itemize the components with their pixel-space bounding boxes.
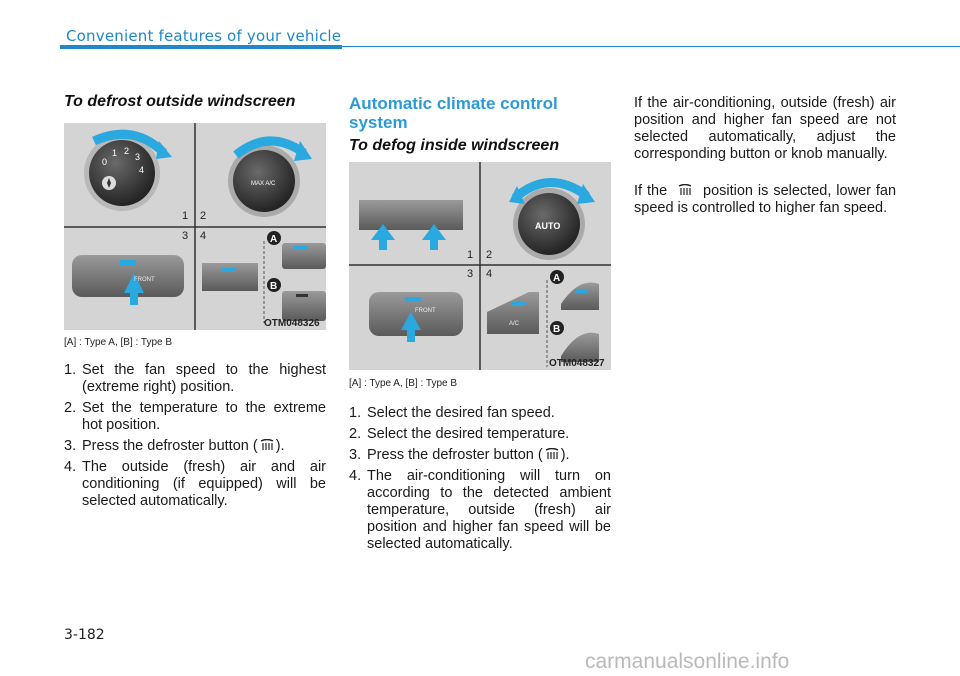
middle-steps: 1.Select the desired fan speed. 2.Select… (349, 405, 611, 557)
panel-label-1: 1 (467, 249, 473, 261)
section-header-line (342, 46, 960, 47)
badge-a (550, 270, 564, 284)
list-item: 4.The air-conditioning will turn on acco… (349, 468, 611, 552)
figure-code: OTM048327 (549, 358, 605, 369)
section-header-bar (60, 45, 342, 49)
ac-label: A/C (509, 321, 520, 327)
badge-b-label: B (270, 281, 277, 292)
auto-label: AUTO (535, 221, 560, 231)
left-heading: To defrost outside windscreen (64, 93, 296, 110)
right-para-1: If the air-conditioning, outside (fresh)… (634, 95, 896, 162)
dial-number: 1 (112, 148, 117, 158)
middle-heading: Automatic climate control system (349, 94, 558, 132)
list-item: 3.Press the defroster button (). (349, 447, 570, 463)
figure-defrost-outside-svg: 0 1 2 3 4 MAX A/C FRONT 1 2 3 4 A B (64, 123, 326, 330)
panel-label-2: 2 (200, 210, 206, 222)
badge-a-label: A (553, 273, 560, 284)
badge-b (550, 321, 564, 335)
front-defrost-button (369, 292, 463, 336)
middle-subheading: To defog inside windscreen (349, 137, 560, 154)
list-item: 1.Set the fan speed to the highest (extr… (64, 362, 326, 395)
list-item: 4.The outside (fresh) air and air condit… (64, 459, 326, 509)
ac-button (487, 292, 539, 334)
fan-button-left (359, 200, 411, 230)
badge-a-label: A (270, 234, 277, 245)
panel-label-4: 4 (486, 268, 492, 280)
right-para-2: If the position is selected, lower fan s… (634, 183, 897, 216)
knob-max-ac-text: MAX A/C (251, 181, 276, 187)
badge-a (267, 231, 281, 245)
panel-label-1: 1 (182, 210, 188, 222)
figure-defrost-outside: 0 1 2 3 4 MAX A/C FRONT 1 2 3 4 A B OTM0… (64, 123, 326, 330)
section-header-title: Convenient features of your vehicle (66, 27, 342, 45)
defroster-icon (678, 184, 692, 195)
middle-caption: [A] : Type A, [B] : Type B (349, 378, 458, 389)
left-steps: 1.Set the fan speed to the highest (extr… (64, 362, 326, 514)
fan-button-right (411, 200, 463, 230)
figure-code: OTM048326 (264, 318, 320, 329)
front-label: FRONT (415, 308, 436, 314)
left-caption: [A] : Type A, [B] : Type B (64, 337, 173, 348)
panel-label-4: 4 (200, 230, 206, 242)
list-item: 3.Press the defroster button (). (64, 438, 285, 454)
badge-b (267, 278, 281, 292)
page-number: 3-182 (64, 627, 105, 643)
list-item: 2.Set the temperature to the extreme hot… (64, 400, 326, 433)
watermark: carmanualsonline.info (585, 650, 790, 673)
panel-label-2: 2 (486, 249, 492, 261)
badge-b-label: B (553, 324, 560, 335)
figure-defog-inside: AUTO FRONT A/C 1 2 3 4 A B OTM048327 (349, 162, 611, 370)
defroster-icon (260, 439, 274, 450)
list-item: 2.Select the desired temperature. (349, 426, 570, 442)
dial-number: 3 (135, 152, 140, 162)
dial-number: 2 (124, 146, 129, 156)
defroster-icon (545, 448, 559, 459)
figure-defog-inside-svg: AUTO FRONT A/C 1 2 3 4 A B (349, 162, 611, 370)
dial-number: 0 (102, 157, 107, 167)
list-item: 1.Select the desired fan speed. (349, 405, 555, 421)
panel-label-3: 3 (467, 268, 473, 280)
panel-label-3: 3 (182, 230, 188, 242)
front-label: FRONT (134, 277, 155, 283)
front-defrost-button (72, 255, 184, 297)
dial-number: 4 (139, 165, 144, 175)
